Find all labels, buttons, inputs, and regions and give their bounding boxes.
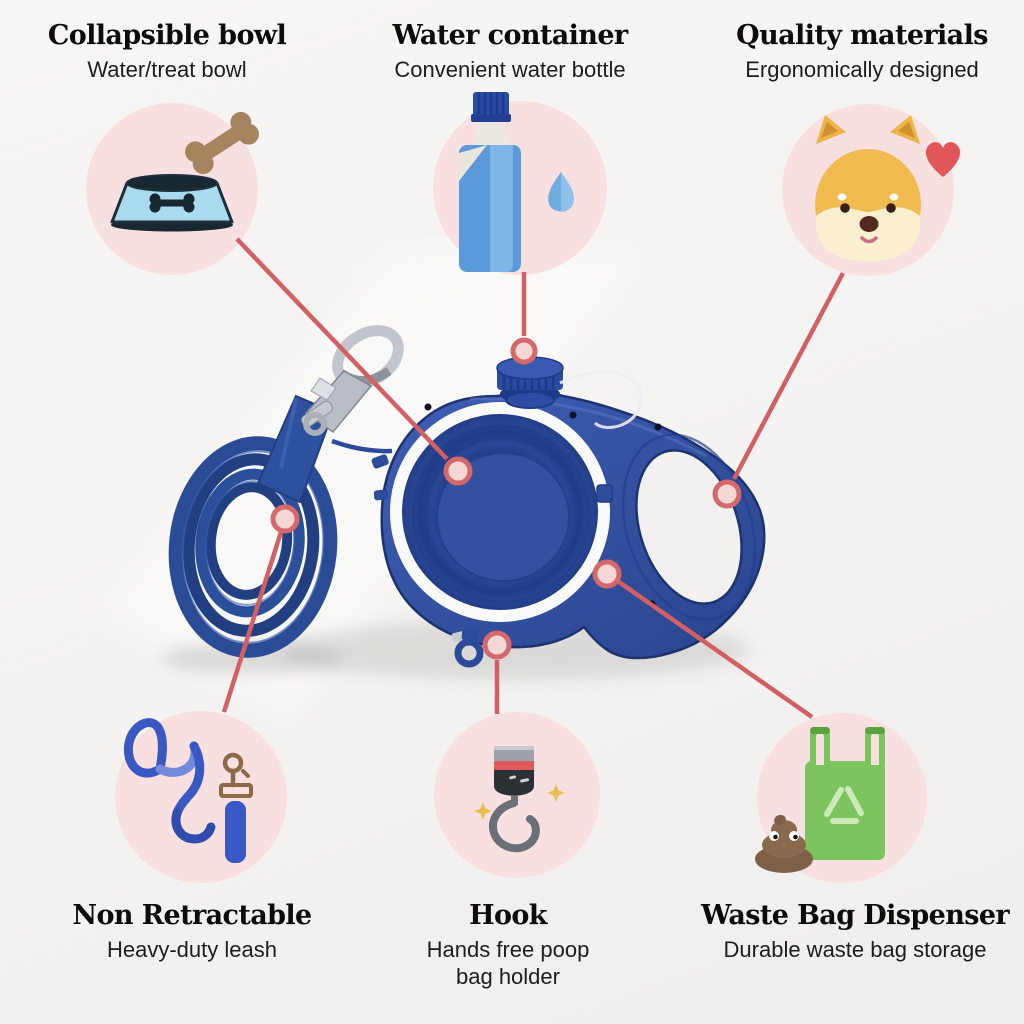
feature-bubble-collapsible-bowl <box>86 103 259 275</box>
crane-hook-icon <box>474 746 565 853</box>
feature-title: Waste Bag Dispenser <box>700 900 1010 931</box>
feature-quality-materials: Quality materials Ergonomically designed <box>736 20 988 84</box>
housing-top-highlight <box>469 397 707 458</box>
poop-icon <box>755 814 813 873</box>
feature-bubble-waste-bag <box>755 713 927 883</box>
sparkle-icon <box>474 784 565 820</box>
feature-non-retractable: Non Retractable Heavy-duty leash <box>72 900 312 964</box>
feature-subtitle: Water/treat bowl <box>87 57 247 83</box>
feature-title: Collapsible bowl <box>47 20 287 51</box>
water-drop-icon <box>548 172 574 212</box>
feature-title: Water container <box>392 20 628 51</box>
recycle-icon <box>824 786 864 824</box>
feature-bubble-water-container <box>433 92 607 275</box>
bag-hook-loop <box>451 627 484 668</box>
collapsible-bowl-face <box>390 402 610 622</box>
feature-subtitle: Heavy-duty leash <box>107 937 277 963</box>
clasp-icon <box>219 752 253 798</box>
feature-subtitle: Ergonomically designed <box>745 57 979 83</box>
water-bottle-icon <box>459 92 574 272</box>
feature-collapsible-bowl: Collapsible bowl Water/treat bowl <box>47 20 287 84</box>
feature-bubble-non-retractable <box>115 711 287 883</box>
feature-bubble-hook <box>434 712 600 878</box>
feature-waste-bag-dispenser: Waste Bag Dispenser Durable waste bag st… <box>700 900 1010 964</box>
leash-with-clasp-icon <box>123 718 253 863</box>
waste-bag-poop-icon <box>755 727 885 873</box>
feature-bubble-quality-materials <box>782 104 961 276</box>
feature-subtitle: Durable waste bag storage <box>723 937 987 963</box>
feature-title: Non Retractable <box>72 900 312 931</box>
housing-tab <box>373 489 389 501</box>
cap-lanyard <box>559 370 643 429</box>
bone-treat-icon <box>185 111 259 175</box>
housing-latch <box>596 484 613 503</box>
feature-title: Quality materials <box>736 20 988 51</box>
heart-icon <box>925 142 961 177</box>
feature-water-container: Water container Convenient water bottle <box>392 20 628 84</box>
feature-hook: Hook Hands free poop bag holder <box>416 900 601 990</box>
feature-subtitle: Convenient water bottle <box>394 57 626 83</box>
feature-title: Hook <box>469 900 547 931</box>
dog-bowl-icon <box>110 111 259 232</box>
shiba-dog-face-icon <box>815 115 961 261</box>
water-bottle-cap <box>496 356 564 409</box>
feature-subtitle: Hands free poop bag holder <box>426 937 590 989</box>
